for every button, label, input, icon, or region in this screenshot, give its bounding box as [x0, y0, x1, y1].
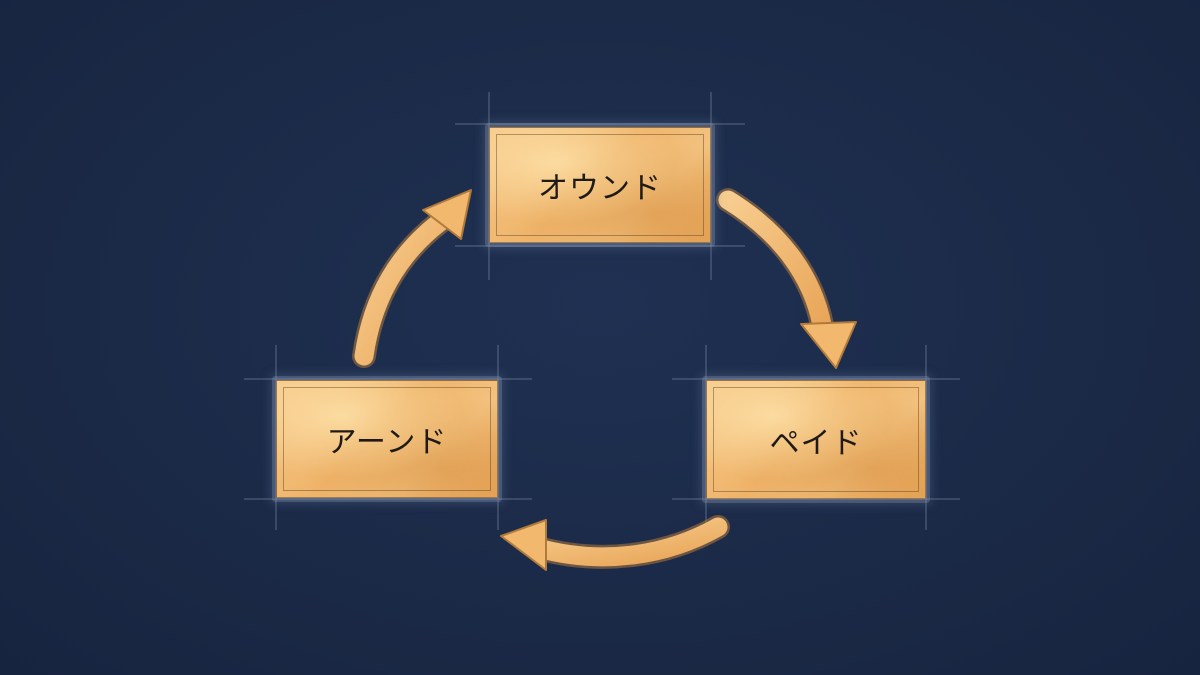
node-owned: オウンド [489, 127, 711, 243]
node-paid-label: ペイド [769, 425, 863, 461]
arrow-top-to-right [716, 188, 857, 369]
node-paid: ペイド [706, 380, 926, 499]
arrow-right-to-left [500, 515, 730, 571]
arrow-left-to-top [352, 189, 472, 368]
node-earned: アーンド [276, 380, 498, 498]
node-owned-label: オウンド [538, 171, 662, 206]
node-earned-label: アーンド [326, 425, 448, 460]
